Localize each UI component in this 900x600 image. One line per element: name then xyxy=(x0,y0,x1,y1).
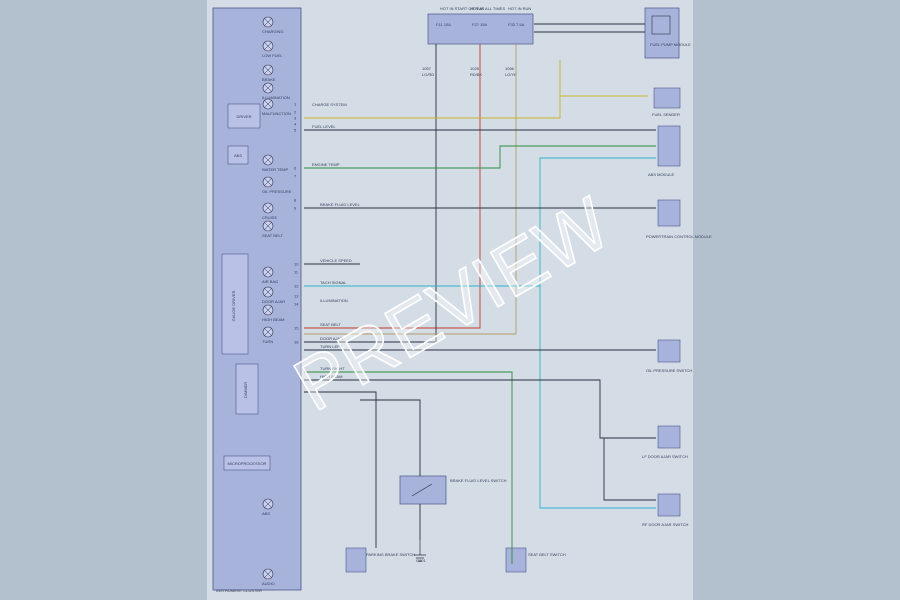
fuel-sender-box xyxy=(653,87,681,109)
wire-label-1056: 1056 xyxy=(505,66,515,71)
cluster-pin: 8 xyxy=(294,198,297,203)
parking-brake-switch-box xyxy=(345,547,367,573)
lamp-9-label: SEAT BELT xyxy=(262,233,283,238)
signal-label: SEAT BELT xyxy=(320,322,341,327)
wire-label-1057: 1057 xyxy=(422,66,432,71)
lamp-7-label: OIL PRESSURE xyxy=(262,189,292,194)
wire-color-1028: RD/BK xyxy=(470,72,483,77)
lamp-13-label: TURN xyxy=(262,339,273,344)
fuel-pump-symbol xyxy=(651,15,671,35)
signal-label: TURN LEFT xyxy=(320,344,343,349)
wire-color-1056: LG/YE xyxy=(505,72,517,77)
cluster-pin: 6 xyxy=(294,166,297,171)
lamp-3-label: BRAKE xyxy=(262,77,276,82)
cluster-pin: 15 xyxy=(294,326,299,331)
gauge-driver-label: GAUGE DRIVER xyxy=(231,291,236,322)
wire-label-1028: 1028 xyxy=(470,66,480,71)
pcm-label: POWERTRAIN CONTROL MODULE xyxy=(646,234,712,239)
cluster-pin: 3 xyxy=(294,116,297,121)
cluster-pin: 11 xyxy=(294,270,299,275)
lamp-15-label: AUDIO xyxy=(262,581,275,586)
cluster-pin: 10 xyxy=(294,262,299,267)
cluster-pin: 2 xyxy=(294,110,297,115)
lamp-14-label: ABS xyxy=(262,511,270,516)
pcm-box xyxy=(657,199,681,227)
fuse-box-label-2: HOT AT ALL TIMES xyxy=(470,6,505,11)
cluster-pin: 7 xyxy=(294,174,297,179)
lamp-5-label: MALFUNCTION xyxy=(262,111,291,116)
seat-belt-switch-box xyxy=(505,547,527,573)
microprocessor-label: MICROPROCESSOR xyxy=(228,461,267,466)
fuse-box-label-1: HOT IN START OR RUN xyxy=(440,6,484,11)
lf-door-switch-label: LF DOOR AJAR SWITCH xyxy=(642,454,688,459)
signal-label: CHARGE SYSTEM xyxy=(312,102,347,107)
driver-block-label: DRIVER xyxy=(236,114,251,119)
lamp-1-label: CHARGING xyxy=(262,29,284,34)
signal-label: FUEL LEVEL xyxy=(312,124,336,129)
fuse-1: F11 10A xyxy=(436,22,451,27)
ground-label: G201 xyxy=(416,558,427,563)
signal-label: TACH SIGNAL xyxy=(320,280,347,285)
oil-switch-label: OIL PRESSURE SWITCH xyxy=(646,368,692,373)
lamp-2-label: LOW FUEL xyxy=(262,53,283,58)
parking-brake-switch-label: PARKING BRAKE SWITCH xyxy=(366,552,415,557)
lamp-8-label: CRUISE xyxy=(262,215,277,220)
microprocessor-block xyxy=(223,455,271,471)
cluster-pin: 5 xyxy=(294,128,297,133)
fuse-box xyxy=(427,13,534,45)
fuel-pump-module-label: FUEL PUMP MODULE xyxy=(650,42,691,47)
signal-label: HIGH BEAM xyxy=(320,374,342,379)
lamp-11-label: DOOR AJAR xyxy=(262,299,285,304)
rf-door-switch-label: RF DOOR AJAR SWITCH xyxy=(642,522,689,527)
gauge-driver-block xyxy=(221,253,249,355)
brake-fluid-switch-box xyxy=(399,475,447,505)
seat-belt-switch-label: SEAT BELT SWITCH xyxy=(528,552,566,557)
cluster-pin: 9 xyxy=(294,206,297,211)
fuel-sender-label: FUEL SENDER xyxy=(652,112,680,117)
signal-label: VEHICLE SPEED xyxy=(320,258,352,263)
cluster-pin: 13 xyxy=(294,294,299,299)
lamp-10-label: AIR BAG xyxy=(262,279,278,284)
oil-switch-box xyxy=(657,339,681,363)
lamp-12-label: HIGH BEAM xyxy=(262,317,284,322)
cluster-footer: INSTRUMENT CLUSTER xyxy=(216,588,262,593)
fuse-3: F33 7.5A xyxy=(508,22,525,27)
cluster-pin: 16 xyxy=(294,340,299,345)
abs-block-label: ABS xyxy=(234,153,242,158)
dimmer-block xyxy=(235,363,259,415)
cluster-pin: 4 xyxy=(294,122,297,127)
lf-door-switch-box xyxy=(657,425,681,449)
lamp-4-label: ILLUMINATION xyxy=(262,95,290,100)
abs-module-box xyxy=(657,125,681,167)
fuel-pump-module-box xyxy=(644,7,680,59)
signal-label: ENGINE TEMP xyxy=(312,162,340,167)
signal-label: DOOR AJAR xyxy=(320,336,343,341)
fuse-2: F27 15A xyxy=(472,22,487,27)
rf-door-switch-box xyxy=(657,493,681,517)
signal-label: ILLUMINATION xyxy=(320,298,348,303)
cluster-pin: 14 xyxy=(294,302,299,307)
fuse-box-label-3: HOT IN RUN xyxy=(508,6,531,11)
lamp-6-label: WATER TEMP xyxy=(262,167,288,172)
abs-module-label: ABS MODULE xyxy=(648,172,675,177)
wire-color-1057: LG/RD xyxy=(422,72,434,77)
signal-label: TURN RIGHT xyxy=(320,366,345,371)
signal-label: BRAKE FLUID LEVEL xyxy=(320,202,361,207)
cluster-pin: 1 xyxy=(294,102,297,107)
dimmer-label: DIMMER xyxy=(243,382,248,398)
driver-block xyxy=(227,103,261,129)
cluster-pin: 12 xyxy=(294,284,299,289)
brake-fluid-switch-label: BRAKE FLUID LEVEL SWITCH xyxy=(450,478,507,483)
abs-block xyxy=(227,145,249,165)
